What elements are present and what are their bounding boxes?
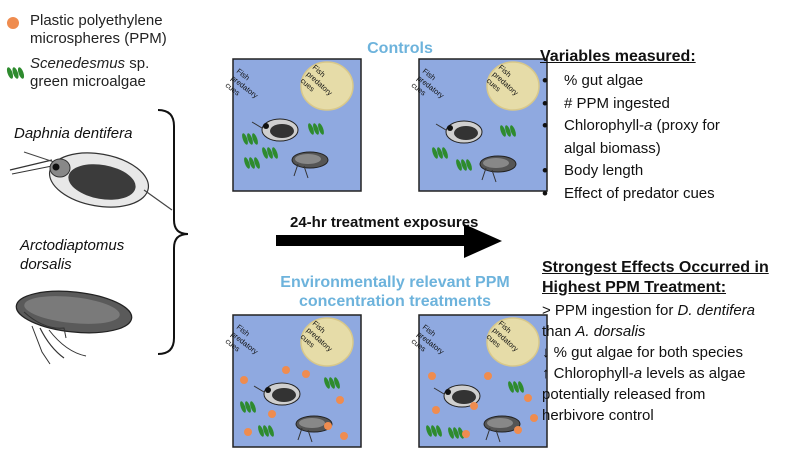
control-tank-1: Fishpredatorycues Fishpredatorycues — [224, 58, 362, 192]
result-line-2: than A. dorsalis — [542, 323, 646, 340]
arcto-illustration — [15, 290, 133, 365]
legend: Plastic polyethylene microspheres (PPM) … — [6, 8, 226, 90]
variable-item: Chlorophyll-a (proxy for — [540, 115, 795, 138]
ppm-legend-dot — [7, 17, 19, 29]
results-panel: Strongest Effects Occurred in Highest PP… — [542, 258, 798, 426]
treatment-arrow — [276, 224, 502, 258]
variable-item: # PPM ingested — [540, 93, 795, 116]
algae-sp: sp. — [125, 55, 150, 72]
bracket — [157, 109, 189, 355]
arcto-label-line2: dorsalis — [20, 256, 72, 273]
treatment-tank-1: Fishpredatorycues Fishpredatorycues — [224, 314, 362, 448]
controls-title: Controls — [367, 40, 433, 57]
predator-cue-oval — [300, 317, 354, 367]
variable-item: Effect of predator cues — [540, 183, 795, 206]
result-line-4: ↑ Chlorophyll-a levels as algae — [542, 365, 746, 382]
algae-legend-icon — [6, 67, 25, 79]
variables-title: Variables measured: — [540, 48, 696, 65]
variable-item: Body length — [540, 160, 795, 183]
results-title-line2: Highest PPM Treatment: — [542, 279, 727, 296]
variable-item: % gut algae — [540, 70, 795, 93]
treatment-tank-2: Fishpredatorycues Fishpredatorycues — [410, 314, 548, 448]
arrow-label: 24-hr treatment exposures — [290, 214, 479, 231]
algae-genus: Scenedesmus — [30, 55, 126, 72]
results-title-line1: Strongest Effects Occurred in — [542, 259, 769, 276]
result-line-6: herbivore control — [542, 407, 654, 424]
result-line-3: ↓ % gut algae for both species — [542, 344, 743, 361]
variable-item-continued: algal biomass) — [564, 139, 661, 157]
ppm-legend-label-line1: Plastic polyethylene — [30, 12, 163, 29]
ppm-legend-label-line2: microspheres (PPM) — [30, 30, 167, 47]
arcto-label-line1: Arctodiaptomus — [20, 237, 125, 254]
variables-list: % gut algae # PPM ingested Chlorophyll-a… — [540, 70, 795, 205]
algae-legend-label-line1: Scenedesmus sp. — [30, 55, 149, 72]
result-line-1: > PPM ingestion for D. dentifera — [542, 302, 756, 319]
predator-cue-oval — [300, 61, 354, 111]
daphnia-label: Daphnia dentifera — [14, 125, 133, 142]
variables-panel: Variables measured: % gut algae # PPM in… — [540, 48, 795, 205]
result-line-5: potentially released from — [542, 386, 706, 403]
predator-cue-oval — [486, 61, 540, 111]
algae-legend-label-line2: green microalgae — [30, 73, 146, 90]
treatment-title-line1: Environmentally relevant PPM — [280, 274, 510, 291]
treatment-title-line2: concentration treatments — [298, 293, 492, 310]
predator-cue-oval — [486, 317, 540, 367]
control-tank-2: Fishpredatorycues Fishpredatorycues — [410, 58, 548, 192]
daphnia-illustration — [9, 151, 173, 211]
